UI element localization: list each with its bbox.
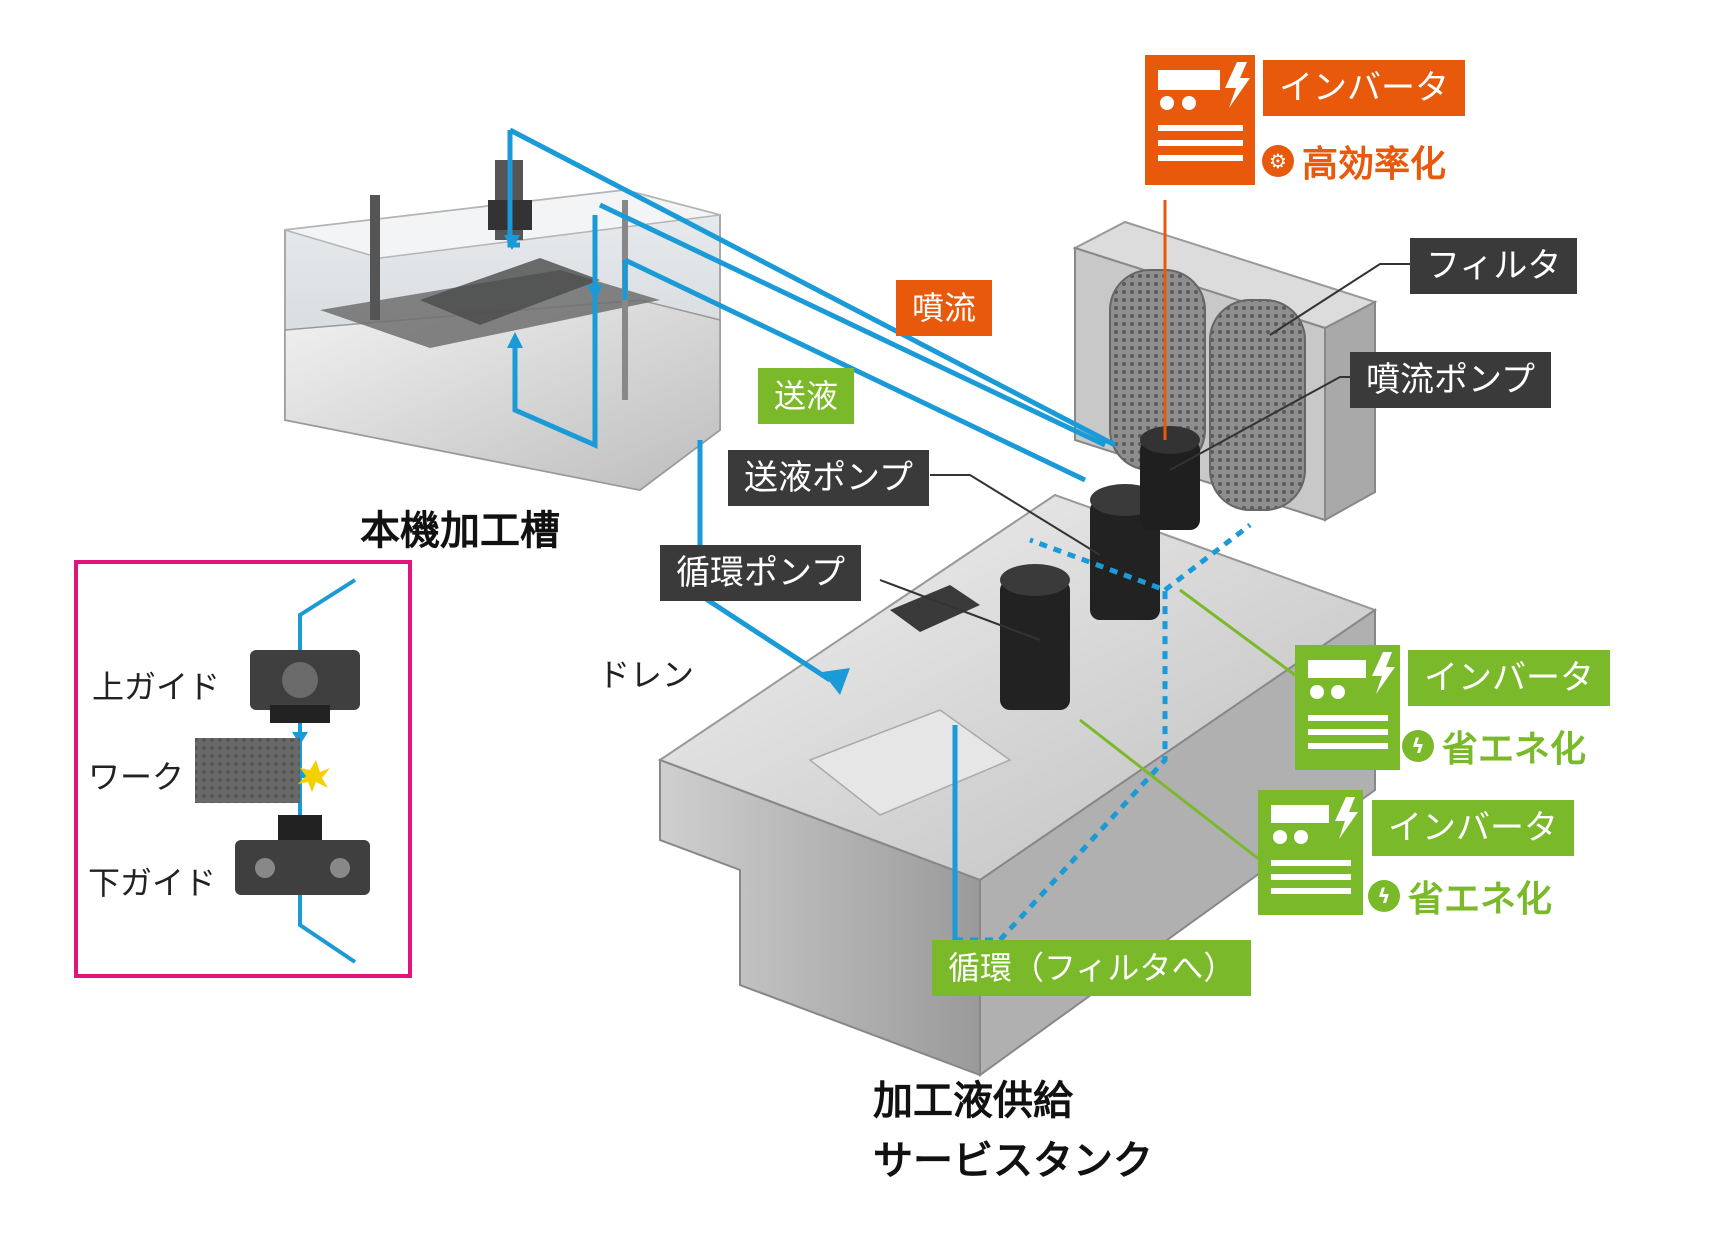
filter-label: フィルタ	[1410, 238, 1578, 294]
jet-flow-label: 噴流	[896, 280, 993, 336]
feed-flow-line	[623, 257, 1087, 483]
lower-guide-label: 下ガイド	[88, 864, 217, 902]
inverter-benefit-orange-text: 高効率化	[1302, 144, 1447, 185]
inverter-icon-green-1	[1295, 645, 1400, 770]
work-image	[195, 738, 330, 803]
inverter-icon-orange	[1145, 55, 1255, 185]
drain-label: ドレン	[598, 656, 695, 694]
upper-guide-image	[250, 650, 360, 723]
return-flow-line	[512, 215, 598, 449]
circulation-flow-label: 循環（フィルタへ）	[932, 940, 1252, 996]
inverter-label-orange: インバータ	[1263, 60, 1465, 116]
lightning-leaf-icon: ϟ	[1368, 880, 1400, 912]
inverter-benefit-green-2: ϟ 省エネ化	[1368, 870, 1552, 922]
machine-tank-title: 本機加工槽	[360, 508, 560, 554]
inset-guide-detail	[74, 560, 412, 978]
inverter-benefit-green-2-text: 省エネ化	[1408, 879, 1553, 920]
circulation-pump-label: 循環ポンプ	[660, 545, 861, 601]
machine-tank-illustration	[284, 160, 721, 492]
inverter-icon-green-2	[1258, 790, 1363, 915]
inverter-benefit-orange: ⚙ 高効率化	[1262, 135, 1446, 187]
inverter-label-green-1: インバータ	[1408, 650, 1610, 706]
inverter-benefit-green-1: ϟ 省エネ化	[1402, 720, 1586, 772]
feed-flow-label: 送液	[758, 368, 855, 424]
lower-guide-image	[235, 815, 370, 895]
flow-lines	[507, 127, 1117, 940]
jet-pump	[1140, 426, 1200, 530]
jet-flow-line-3	[598, 202, 1107, 448]
supply-tank-title-line1: 加工液供給	[873, 1078, 1073, 1124]
flow-arrows	[504, 235, 850, 695]
circulation-pump	[1000, 564, 1070, 710]
feed-pump-label: 送液ポンプ	[728, 450, 929, 506]
inverter-benefit-green-1-text: 省エネ化	[1442, 729, 1587, 770]
filter-cylinder-right	[1209, 299, 1306, 511]
lightning-leaf-icon: ϟ	[1402, 730, 1434, 762]
jet-flow-line-2	[508, 127, 1117, 448]
inverter-green-links	[1079, 588, 1296, 862]
inverter-label-green-2: インバータ	[1372, 800, 1574, 856]
jet-pump-label: 噴流ポンプ	[1350, 352, 1551, 408]
upper-guide-label: 上ガイド	[92, 668, 221, 706]
supply-tank-illustration	[657, 220, 1378, 1077]
supply-tank-title-line2: サービスタンク	[873, 1138, 1153, 1184]
work-label: ワーク	[88, 758, 185, 796]
gear-clock-icon: ⚙	[1262, 145, 1294, 177]
